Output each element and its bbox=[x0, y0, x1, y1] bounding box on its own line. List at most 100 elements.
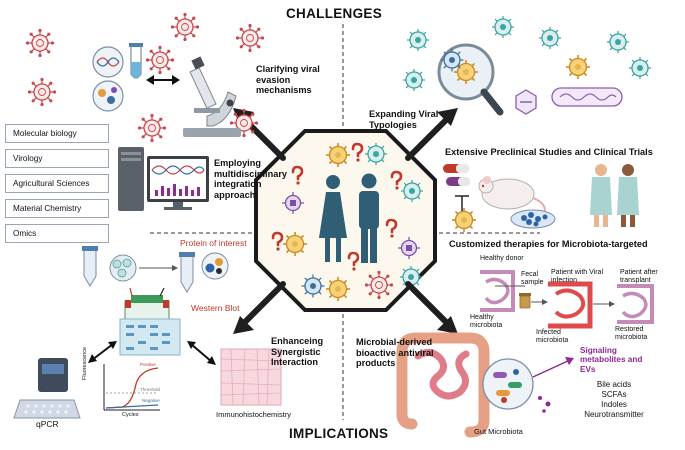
teal-virus-icon bbox=[364, 142, 388, 166]
positive-label: Positive bbox=[140, 362, 156, 367]
signaling-label: Signaling metabolites and EVs bbox=[580, 346, 643, 374]
orange-virus-icon bbox=[325, 142, 351, 168]
computer-workstation-icon bbox=[118, 147, 209, 211]
orange-virus-icon bbox=[451, 207, 477, 233]
tissue-section-icon bbox=[220, 348, 282, 406]
amplification-plot-icon bbox=[103, 364, 160, 411]
petri-dish-icon bbox=[510, 209, 556, 229]
field-virology: Virology bbox=[5, 149, 109, 168]
field-material-chemistry: Material Chemistry bbox=[5, 199, 109, 218]
western-blot-label: Western Blot bbox=[191, 303, 240, 313]
protein-tube-icon bbox=[179, 252, 195, 293]
restored-intestine-icon bbox=[617, 284, 654, 324]
patient-viral-label: Patient with Viral infection bbox=[551, 269, 604, 285]
teal-virus-icon bbox=[491, 15, 515, 39]
red-virus-icon bbox=[25, 28, 55, 58]
pills-icon bbox=[443, 164, 470, 186]
microbiota-therapies-label: Customized therapies for Microbiota-targ… bbox=[449, 239, 648, 249]
teal-virus-icon bbox=[538, 26, 562, 50]
restore-arrowhead bbox=[609, 301, 615, 307]
double-arrow-icon bbox=[146, 75, 180, 85]
protein-complex-circle-icon bbox=[92, 80, 124, 112]
viral-typologies-label: Expanding Viral Typologies bbox=[369, 109, 439, 130]
metabolite-item: Bile acids bbox=[596, 380, 632, 389]
orange-virus-icon bbox=[565, 54, 591, 80]
man-figure-icon bbox=[359, 173, 379, 263]
preclinical-label: Extensive Preclinical Studies and Clinic… bbox=[445, 147, 653, 157]
threshold-label: Threshold bbox=[140, 387, 161, 392]
red-virus-icon bbox=[137, 113, 167, 143]
field-omics: Omics bbox=[5, 224, 109, 243]
restored-microbiota-label: Restored microbiota bbox=[615, 326, 648, 342]
test-tube-icon bbox=[129, 43, 143, 79]
viral-dna-circle-icon bbox=[92, 46, 124, 78]
gut-icon bbox=[396, 332, 490, 438]
orange-virus-icon bbox=[282, 231, 308, 257]
protein-circle-icon bbox=[201, 252, 229, 280]
infected-microbiota-label: Infected microbiota bbox=[536, 329, 569, 345]
metabolite-item: Neurotransmitter bbox=[584, 410, 644, 419]
gut-microbiota-circle-icon bbox=[482, 358, 534, 410]
metabolite-item: Indoles bbox=[601, 400, 627, 409]
metabolite-dots-icon bbox=[538, 396, 551, 413]
signaling-arrow-icon bbox=[532, 357, 574, 378]
red-virus-icon bbox=[364, 270, 394, 300]
magnifier-icon bbox=[437, 43, 504, 116]
red-virus-icon bbox=[235, 23, 265, 53]
gut-microbiota-label: Gut Microbiota bbox=[474, 427, 523, 436]
patients-icon bbox=[590, 164, 639, 227]
qpcr-label: qPCR bbox=[36, 419, 59, 429]
woman-figure-icon bbox=[319, 175, 347, 262]
blot-membrane-icon bbox=[119, 318, 181, 356]
teal-virus-icon bbox=[606, 30, 630, 54]
double-arrow-icon bbox=[88, 341, 117, 363]
red-virus-icon bbox=[170, 12, 200, 42]
qpcr-machine-icon bbox=[13, 358, 81, 419]
blue-virus-icon bbox=[300, 273, 326, 299]
teal-virus-icon bbox=[400, 179, 424, 203]
healthy-donor-label: Healthy donor bbox=[480, 255, 524, 262]
double-arrow-icon bbox=[187, 341, 216, 365]
transfer-arrowhead bbox=[542, 299, 548, 305]
arrow-bottom-right bbox=[405, 281, 458, 334]
sample-tube-icon bbox=[82, 246, 98, 287]
fecal-sample-label: Fecal sample bbox=[521, 271, 544, 287]
red-virus-icon bbox=[27, 77, 57, 107]
negative-label: Negative bbox=[142, 398, 160, 403]
field-agricultural-sciences: Agricultural Sciences bbox=[5, 174, 109, 193]
teal-virus-icon bbox=[406, 28, 430, 52]
viral-evasion-label: Clarifying viral evasion mechanisms bbox=[256, 64, 320, 96]
arrow-bottom-left bbox=[233, 281, 286, 334]
fecal-sample-icon bbox=[519, 293, 531, 309]
cycles-axis-label: Cycles bbox=[122, 412, 139, 418]
challenges-heading: CHALLENGES bbox=[286, 6, 383, 21]
patient-after-label: Patient after transplant bbox=[620, 269, 658, 285]
protein-of-interest-label: Protein of interest bbox=[180, 238, 247, 248]
metabolite-item: SCFAs bbox=[601, 390, 627, 399]
synergistic-label: Enhanceing Synergistic Interaction bbox=[271, 336, 324, 368]
arrow-top-right bbox=[405, 108, 458, 161]
rod-virus-icon bbox=[551, 87, 623, 107]
multidisciplinary-label: Employing multidisciplinary integration … bbox=[214, 158, 288, 200]
infected-intestine-icon bbox=[548, 281, 593, 329]
implications-heading: IMPLICATIONS bbox=[289, 426, 389, 441]
healthy-microbiota-label: Healthy microbiota bbox=[470, 314, 503, 330]
fluorescence-axis-label: Fluorescence bbox=[82, 346, 88, 380]
process-arrowhead bbox=[172, 265, 178, 271]
healthy-intestine-icon bbox=[480, 270, 515, 312]
metabolite-list: Bile acids SCFAs Indoles Neurotransmitte… bbox=[578, 380, 650, 420]
cell-lysate-circle-icon bbox=[109, 254, 137, 282]
hexagon-virus-icon bbox=[515, 89, 537, 115]
teal-virus-icon bbox=[402, 68, 426, 92]
orange-virus-icon bbox=[325, 276, 351, 302]
inhibition-symbol-icon bbox=[455, 195, 469, 212]
microscope-icon bbox=[183, 56, 241, 137]
mouse-icon bbox=[478, 176, 546, 215]
red-virus-icon bbox=[145, 45, 175, 75]
western-blot-apparatus-icon bbox=[124, 287, 170, 324]
teal-virus-icon bbox=[628, 56, 652, 80]
immunohistochemistry-label: Immunohistochemistry bbox=[216, 410, 292, 419]
bioactive-label: Microbial-derived bioactive antiviral pr… bbox=[356, 337, 434, 369]
